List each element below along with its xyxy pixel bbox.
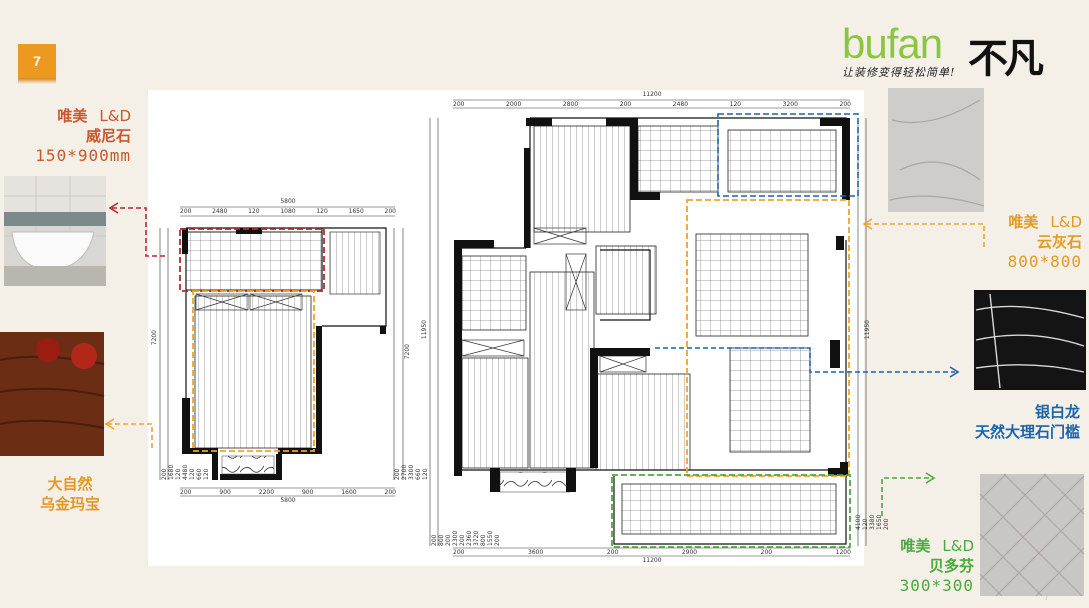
right-left-total: 11950 [421, 320, 428, 340]
left-bottom-total-dim: 5800 [280, 497, 296, 504]
left-right-total: 7200 [404, 344, 411, 360]
brand-slogan: 让装修变得轻松简单! [842, 66, 956, 79]
cloud-gray-swatch [888, 88, 985, 212]
wood-photo-swatch [0, 332, 105, 456]
silver-dragon-marble-label: 银白龙 天然大理石门槛 [974, 403, 1080, 441]
silver-dragon-swatch [974, 290, 1086, 390]
right-right-total: 11950 [864, 320, 871, 340]
page-number-footer: 7 [1043, 592, 1049, 602]
left-top-total-dim: 5800 [280, 198, 296, 205]
right-floor-plan [429, 99, 867, 557]
brand-logo-text: bufan [842, 20, 943, 67]
left-side-total: 7200 [151, 330, 158, 346]
left-floor-plan [159, 206, 404, 497]
slide-number-badge: 7 [18, 44, 56, 84]
beethoven-tile-swatch [979, 473, 1085, 597]
wood-floor-label: 大自然 乌金玛宝 [39, 475, 100, 513]
bathroom-photo-swatch [4, 176, 106, 286]
brand-logo-chinese: 不凡 [968, 36, 1044, 82]
right-bottom-total-dim: 11200 [642, 557, 662, 564]
right-top-total-dim: 11200 [642, 91, 662, 98]
